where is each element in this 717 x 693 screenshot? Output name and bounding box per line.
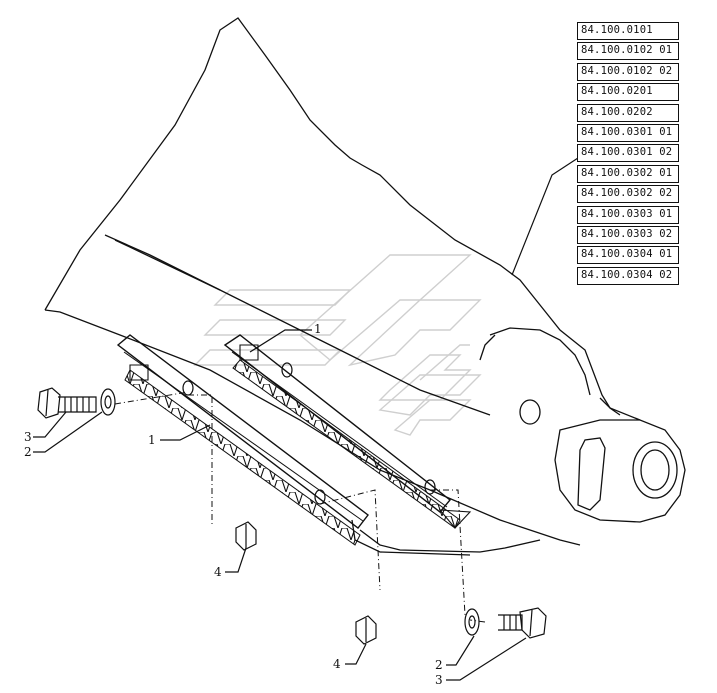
reference-code[interactable]: 84.100.0304 01 [577,246,679,265]
callout-bolt-left: 3 [24,430,32,444]
reference-code[interactable]: 84.100.0301 02 [577,144,679,163]
leader-lines [33,157,579,681]
callout-washer-left: 2 [24,445,32,459]
reference-code[interactable]: 84.100.0303 01 [577,205,679,224]
washer-right-icon [464,608,480,636]
callout-washer-right: 2 [435,658,443,672]
nut-right-icon [355,615,377,645]
reference-code-table: 84.100.0101 84.100.0102 01 84.100.0102 0… [577,22,679,287]
reference-code[interactable]: 84.100.0102 01 [577,42,679,61]
callout-nut-left: 4 [214,565,222,579]
knife-upper [223,334,472,529]
dashed-guide-lines [114,391,486,623]
reference-code[interactable]: 84.100.0303 02 [577,225,679,244]
reference-code[interactable]: 84.100.0102 02 [577,62,679,81]
reference-code[interactable]: 84.100.0302 02 [577,185,679,204]
callout-bolt-right: 3 [435,673,443,687]
callout-knife-upper: 1 [314,322,322,336]
header-body [44,17,686,556]
knife-lower [116,334,369,546]
reference-code[interactable]: 84.100.0101 [577,22,679,40]
reference-code[interactable]: 84.100.0302 01 [577,164,679,183]
callout-knife-lower: 1 [148,433,156,447]
reference-code[interactable]: 84.100.0201 [577,83,679,102]
reference-code[interactable]: 84.100.0202 [577,103,679,122]
bolt-left-icon [37,387,97,419]
callout-nut-right: 4 [333,657,341,671]
washer-left-icon [100,388,116,416]
watermark-logo [193,254,482,436]
reference-code[interactable]: 84.100.0304 02 [577,266,679,285]
nut-left-icon [235,521,257,551]
bolt-right-icon [498,607,547,639]
reference-code[interactable]: 84.100.0301 01 [577,123,679,142]
